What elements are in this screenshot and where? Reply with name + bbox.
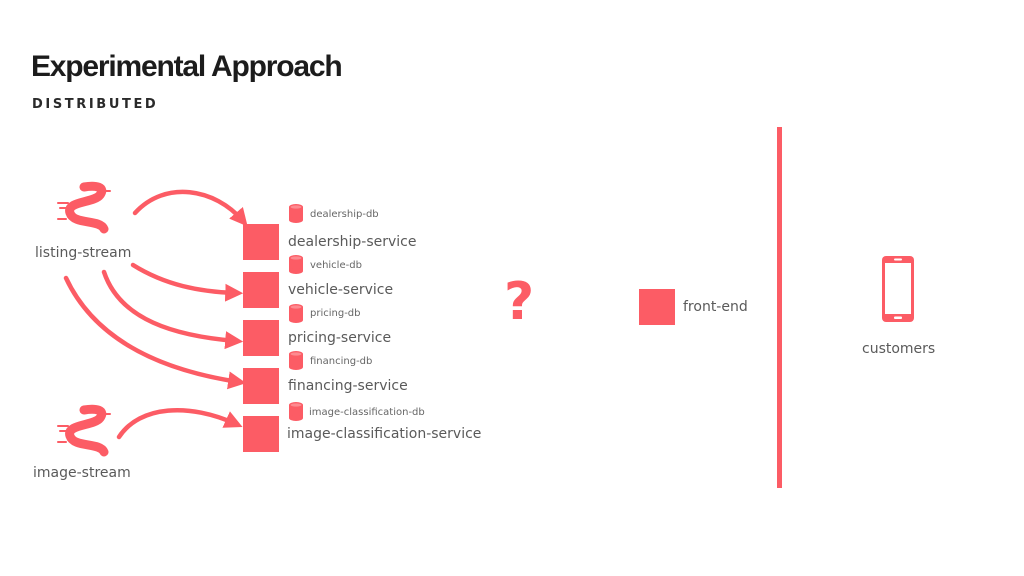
dealership-db-label: dealership-db — [310, 209, 379, 220]
pricing-service-box — [243, 320, 279, 356]
arrow-to-vehicle — [130, 262, 244, 302]
arrow-to-financing — [63, 275, 247, 390]
database-icon — [289, 304, 303, 323]
arrow-image-to-classification — [116, 407, 243, 440]
pricing-db-label: pricing-db — [310, 308, 361, 319]
image-classification-service-box — [243, 416, 279, 452]
customers-label: customers — [862, 341, 936, 357]
listing-stream-label: listing-stream — [35, 245, 132, 261]
vehicle-db-label: vehicle-db — [310, 260, 362, 271]
page-title: Experimental Approach — [31, 50, 343, 83]
image-classification-db-label: image-classification-db — [309, 407, 425, 418]
image-classification-service-label: image-classification-service — [287, 426, 482, 442]
front-end-box — [639, 289, 675, 325]
unknown-question-mark: ? — [504, 272, 535, 332]
database-icon — [289, 255, 303, 274]
phone-icon — [882, 256, 914, 322]
database-icon — [289, 351, 303, 370]
vehicle-service-box — [243, 272, 279, 308]
financing-service-box — [243, 368, 279, 404]
arrow-to-dealership — [132, 189, 248, 227]
dealership-service-label: dealership-service — [288, 234, 417, 250]
listing-stream-icon — [57, 181, 111, 234]
database-icon — [289, 402, 303, 421]
image-stream-label: image-stream — [33, 465, 131, 481]
image-stream-icon — [57, 404, 111, 457]
financing-service-label: financing-service — [288, 378, 408, 394]
dealership-service-box — [243, 224, 279, 260]
front-end-label: front-end — [683, 299, 748, 315]
pricing-service-label: pricing-service — [288, 330, 392, 346]
page-subtitle: DISTRIBUTED — [32, 97, 159, 112]
arrow-to-pricing — [101, 269, 244, 350]
database-icon — [289, 204, 303, 223]
vehicle-service-label: vehicle-service — [288, 282, 394, 298]
financing-db-label: financing-db — [310, 356, 373, 367]
boundary-divider — [777, 127, 782, 488]
